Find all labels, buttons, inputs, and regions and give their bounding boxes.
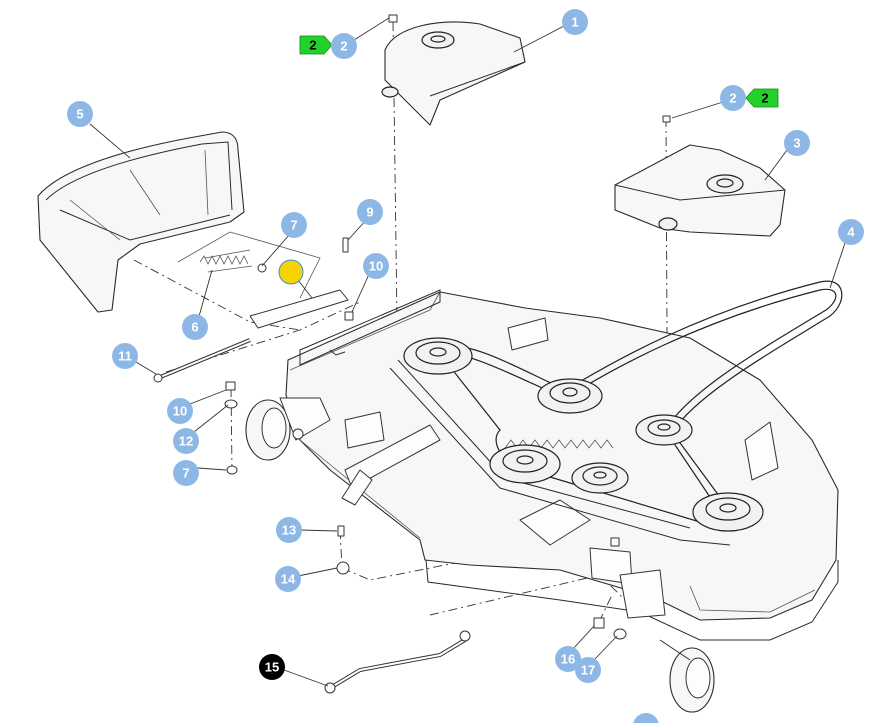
callout-11[interactable]: 11 [112, 343, 138, 369]
discharge-chute[interactable] [37, 131, 245, 313]
washer-14[interactable] [336, 561, 350, 575]
pin-13[interactable] [337, 525, 345, 537]
washer-12[interactable] [224, 399, 238, 409]
svg-text:12: 12 [179, 434, 193, 449]
bolt-2-right[interactable] [662, 115, 671, 123]
link-rod[interactable] [324, 630, 471, 694]
svg-text:14: 14 [281, 572, 296, 587]
svg-text:10: 10 [173, 404, 187, 419]
leader-lines [89, 17, 847, 687]
right-belt-cover[interactable] [614, 144, 786, 237]
callout-2-left[interactable]: 2 [331, 33, 357, 59]
clip-7-bottom[interactable] [226, 465, 238, 475]
callout-9[interactable]: 9 [357, 199, 383, 225]
rod[interactable] [153, 338, 251, 383]
callout-2-right[interactable]: 2 [720, 85, 746, 111]
callout-13[interactable]: 13 [276, 517, 302, 543]
svg-text:2: 2 [340, 39, 347, 54]
callout-10-top[interactable]: 10 [363, 253, 389, 279]
svg-text:3: 3 [793, 136, 800, 151]
clip-7-top[interactable] [257, 263, 267, 273]
pulley-center-idler[interactable] [571, 462, 629, 494]
svg-text:5: 5 [76, 107, 83, 122]
svg-text:7: 7 [290, 218, 297, 233]
svg-text:6: 6 [191, 320, 198, 335]
left-belt-cover[interactable] [381, 21, 526, 126]
callout-4[interactable]: 4 [838, 219, 864, 245]
svg-text:2: 2 [729, 91, 736, 106]
svg-text:17: 17 [581, 663, 595, 678]
flag-label: 2 [761, 91, 768, 106]
svg-text:4: 4 [847, 225, 855, 240]
callout-16[interactable]: 16 [555, 646, 581, 672]
callout-12[interactable]: 12 [173, 428, 199, 454]
front-roller-wheel[interactable] [245, 397, 331, 461]
callout-3[interactable]: 3 [784, 130, 810, 156]
deck-nut[interactable] [610, 537, 620, 547]
nut-10-top[interactable] [344, 311, 354, 321]
chute-spring[interactable] [199, 249, 253, 273]
pulley-left-spindle[interactable] [403, 337, 473, 375]
chute-mount-bracket[interactable] [177, 231, 349, 329]
svg-text:15: 15 [265, 660, 279, 675]
callout-1[interactable]: 1 [562, 9, 588, 35]
svg-text:7: 7 [182, 466, 189, 481]
callout-7-bottom[interactable]: 7 [173, 460, 199, 486]
pulley-right-spindle[interactable] [692, 492, 764, 532]
rear-gauge-wheel[interactable] [659, 639, 715, 713]
pulley-center-spindle[interactable] [489, 444, 561, 484]
svg-text:16: 16 [561, 652, 575, 667]
pulley-idler-top[interactable] [537, 378, 603, 414]
svg-text:13: 13 [282, 523, 296, 538]
svg-text:1: 1 [571, 15, 578, 30]
svg-text:9: 9 [366, 205, 373, 220]
callout-14[interactable]: 14 [275, 566, 301, 592]
flag-2-left[interactable]: 2 [299, 35, 333, 55]
pulley-right-idler[interactable] [635, 414, 693, 446]
bolt-2-left[interactable] [388, 14, 398, 23]
flag-label: 2 [309, 38, 316, 53]
callout-17[interactable]: 17 [575, 657, 601, 683]
tension-spring [504, 439, 614, 449]
callout-6[interactable]: 6 [182, 314, 208, 340]
flag-2-right[interactable]: 2 [745, 88, 779, 108]
nut-10-left[interactable] [225, 381, 236, 391]
mower-deck[interactable] [285, 289, 839, 641]
svg-text:10: 10 [369, 259, 383, 274]
callout-7-top[interactable]: 7 [281, 212, 307, 238]
callout-partial-bottom[interactable] [633, 713, 659, 723]
svg-text:11: 11 [118, 349, 132, 364]
pin-9[interactable] [342, 237, 349, 253]
callout-5[interactable]: 5 [67, 101, 93, 127]
nut-16[interactable] [593, 617, 605, 629]
highlight-marker[interactable] [278, 259, 304, 285]
callout-15[interactable]: 15 [259, 654, 285, 680]
callout-10-left[interactable]: 10 [167, 398, 193, 424]
